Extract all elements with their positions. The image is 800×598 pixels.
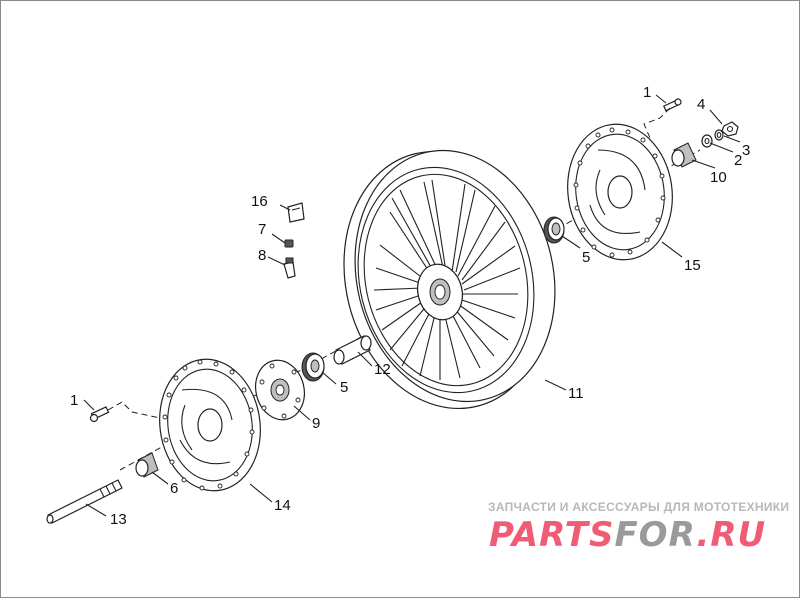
logo-for: FOR (614, 515, 697, 555)
right-nut (721, 121, 739, 137)
left-axle-spacer (135, 452, 159, 478)
left-brake-rotor (159, 358, 261, 492)
watermark-tagline: ЗАПЧАСТИ И АКСЕССУАРЫ ДЛЯ МОТОТЕХНИКИ (488, 500, 790, 514)
callout-9: 9 (312, 415, 320, 432)
right-brake-rotor (567, 123, 673, 261)
callout-1-left: 1 (70, 392, 78, 409)
callout-13: 13 (110, 511, 127, 528)
callout-4: 4 (697, 96, 705, 113)
callout-7: 7 (258, 221, 266, 238)
callout-10: 10 (710, 169, 727, 186)
callout-5-right: 5 (582, 249, 590, 266)
callout-2: 2 (734, 152, 742, 169)
valve-cap (284, 239, 294, 248)
right-spacer (671, 142, 697, 168)
callout-1-top: 1 (643, 84, 651, 101)
right-washer (701, 134, 713, 148)
valve-stem (283, 257, 296, 279)
cast-wheel (343, 149, 556, 410)
callout-12: 12 (374, 361, 391, 378)
right-wheel-bearing (543, 216, 565, 244)
left-wheel-bearing (301, 352, 325, 382)
left-rotor-holes (162, 359, 255, 491)
callout-16: 16 (251, 193, 268, 210)
leader-lines (83, 94, 741, 517)
logo-ru: .RU (696, 515, 767, 555)
callout-11: 11 (568, 385, 584, 402)
callout-6: 6 (170, 480, 178, 497)
callout-8: 8 (258, 247, 266, 264)
logo-parts: PARTS (489, 515, 615, 555)
valve-label-sticker (287, 202, 305, 223)
right-lockwasher (714, 129, 724, 141)
hub-adapter-plate (255, 359, 305, 421)
left-bolt-leader (107, 401, 161, 419)
right-bolt-leader (643, 107, 671, 139)
callout-15: 15 (684, 257, 701, 274)
right-bolt (663, 98, 682, 112)
front-axle (46, 479, 123, 524)
callout-5-left: 5 (340, 379, 348, 396)
callout-14: 14 (274, 497, 291, 514)
bearing-spacer-sleeve (333, 335, 372, 365)
right-rotor-holes (573, 127, 666, 258)
watermark-logo: PARTSFOR.RU (489, 515, 766, 555)
left-bolt (89, 406, 110, 423)
wheel-spokes (373, 179, 521, 380)
callout-numbers: 1 4 3 2 10 16 7 8 5 15 12 5 11 1 9 6 14 … (70, 84, 750, 528)
callout-3: 3 (742, 142, 750, 159)
